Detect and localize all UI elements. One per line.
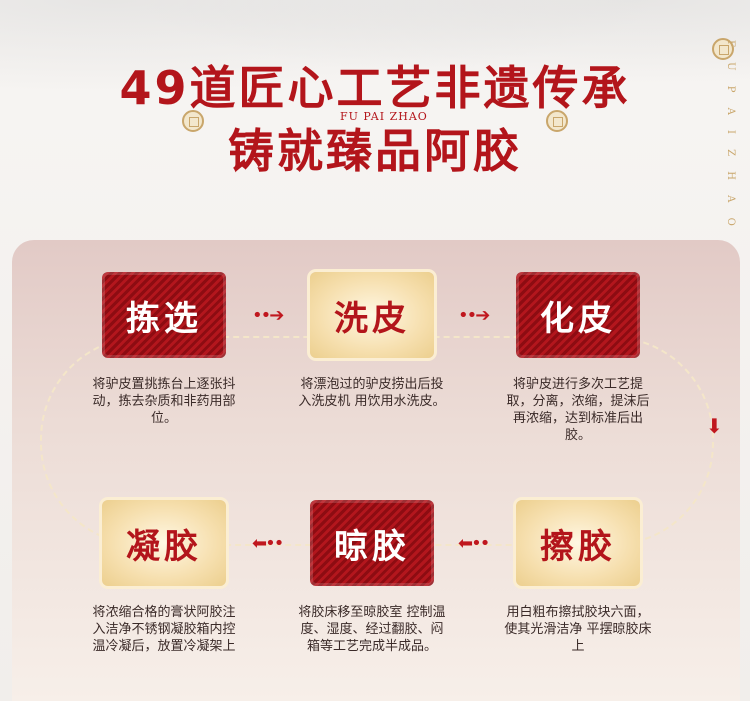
- vertical-brand-text: F U P A I Z H A O: [725, 40, 736, 232]
- mountain-background: [0, 0, 750, 110]
- arrow-down-icon: ⬇: [706, 414, 723, 438]
- step-badge-dissolving: 化皮: [516, 272, 640, 358]
- arrow-left-icon: ⬅••: [458, 533, 490, 554]
- step-desc-gelling: 将浓缩合格的膏状阿胶注入洁净不锈钢凝胶箱内控温冷凝后，放置冷凝架上: [92, 605, 236, 654]
- step-name: 洗皮: [334, 298, 410, 339]
- arrow-right-icon: ••➔: [458, 305, 490, 326]
- step-name: 化皮: [540, 298, 616, 339]
- arrow-right-icon: ••➔: [252, 305, 284, 326]
- coin-ornament-right: [546, 110, 568, 132]
- headline-line-2: 铸就臻品阿胶: [228, 124, 522, 178]
- step-name: 拣选: [126, 298, 202, 339]
- brand-text: FU PAI ZHAO: [340, 110, 428, 123]
- step-desc-sorting: 将驴皮置挑拣台上逐张抖动，拣去杂质和非药用部位。: [92, 377, 236, 426]
- step-desc-washing: 将漂泡过的驴皮捞出后投入洗皮机 用饮用水洗皮。: [298, 377, 446, 409]
- step-badge-sorting: 拣选: [102, 272, 226, 358]
- step-badge-washing: 洗皮: [310, 272, 434, 358]
- arrow-left-icon: ⬅••: [252, 533, 284, 554]
- coin-ornament-top: [712, 38, 734, 60]
- step-name: 擦胶: [540, 526, 616, 567]
- headline-line-1: 49道匠心工艺非遗传承: [119, 61, 631, 115]
- coin-ornament-left: [182, 110, 204, 132]
- step-badge-wiping: 擦胶: [516, 500, 640, 586]
- step-desc-dissolving: 将驴皮进行多次工艺提取，分离，浓缩，提沫后再浓缩，达到标准后出胶。: [506, 377, 650, 443]
- step-badge-gelling: 凝胶: [102, 500, 226, 586]
- step-name: 凝胶: [126, 526, 202, 567]
- step-desc-wiping: 用白粗布擦拭胶块六面，使其光滑洁净 平摆晾胶床上: [504, 605, 652, 654]
- step-name: 晾胶: [334, 526, 410, 567]
- step-badge-drying: 晾胶: [310, 500, 434, 586]
- step-desc-drying: 将胶床移至晾胶室 控制温度、湿度、经过翻胶、闷箱等工艺完成半成品。: [298, 605, 446, 654]
